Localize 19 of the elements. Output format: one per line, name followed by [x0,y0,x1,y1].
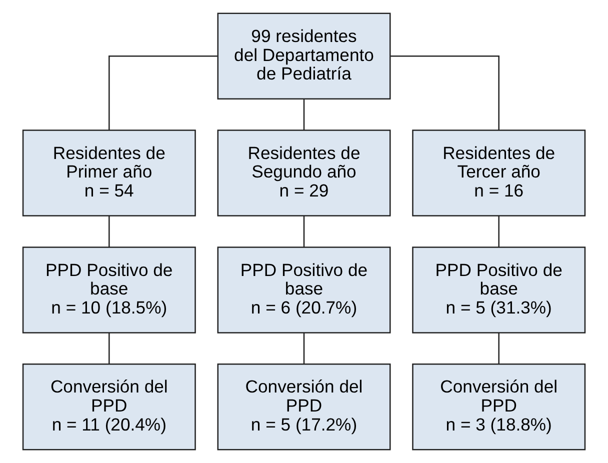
node-box: Conversión del PPD n = 5 (17.2%) [217,364,391,450]
connector [390,56,500,130]
node-box: Residentes de Segundo año n = 29 [217,130,391,216]
node-box: Conversión del PPD n = 11 (20.4%) [22,364,196,450]
connector [498,332,500,364]
node-box: Residentes de Primer año n = 54 [22,130,196,216]
node-box: Residentes de Tercer año n = 16 [412,130,586,216]
connector [108,56,218,130]
connector [303,332,305,364]
node-box: PPD Positivo de base n = 10 (18.5%) [22,246,196,334]
connector [303,99,305,130]
connector [498,216,500,248]
node-box: PPD Positivo de base n = 5 (31.3%) [412,246,586,334]
connector [108,332,110,364]
node-box: 99 residentes del Departamento de Pediatría [217,12,391,100]
node-box: PPD Positivo de base n = 6 (20.7%) [217,246,391,334]
connector [108,216,110,248]
connector [303,216,305,248]
node-box: Conversión del PPD n = 3 (18.8%) [412,364,586,450]
